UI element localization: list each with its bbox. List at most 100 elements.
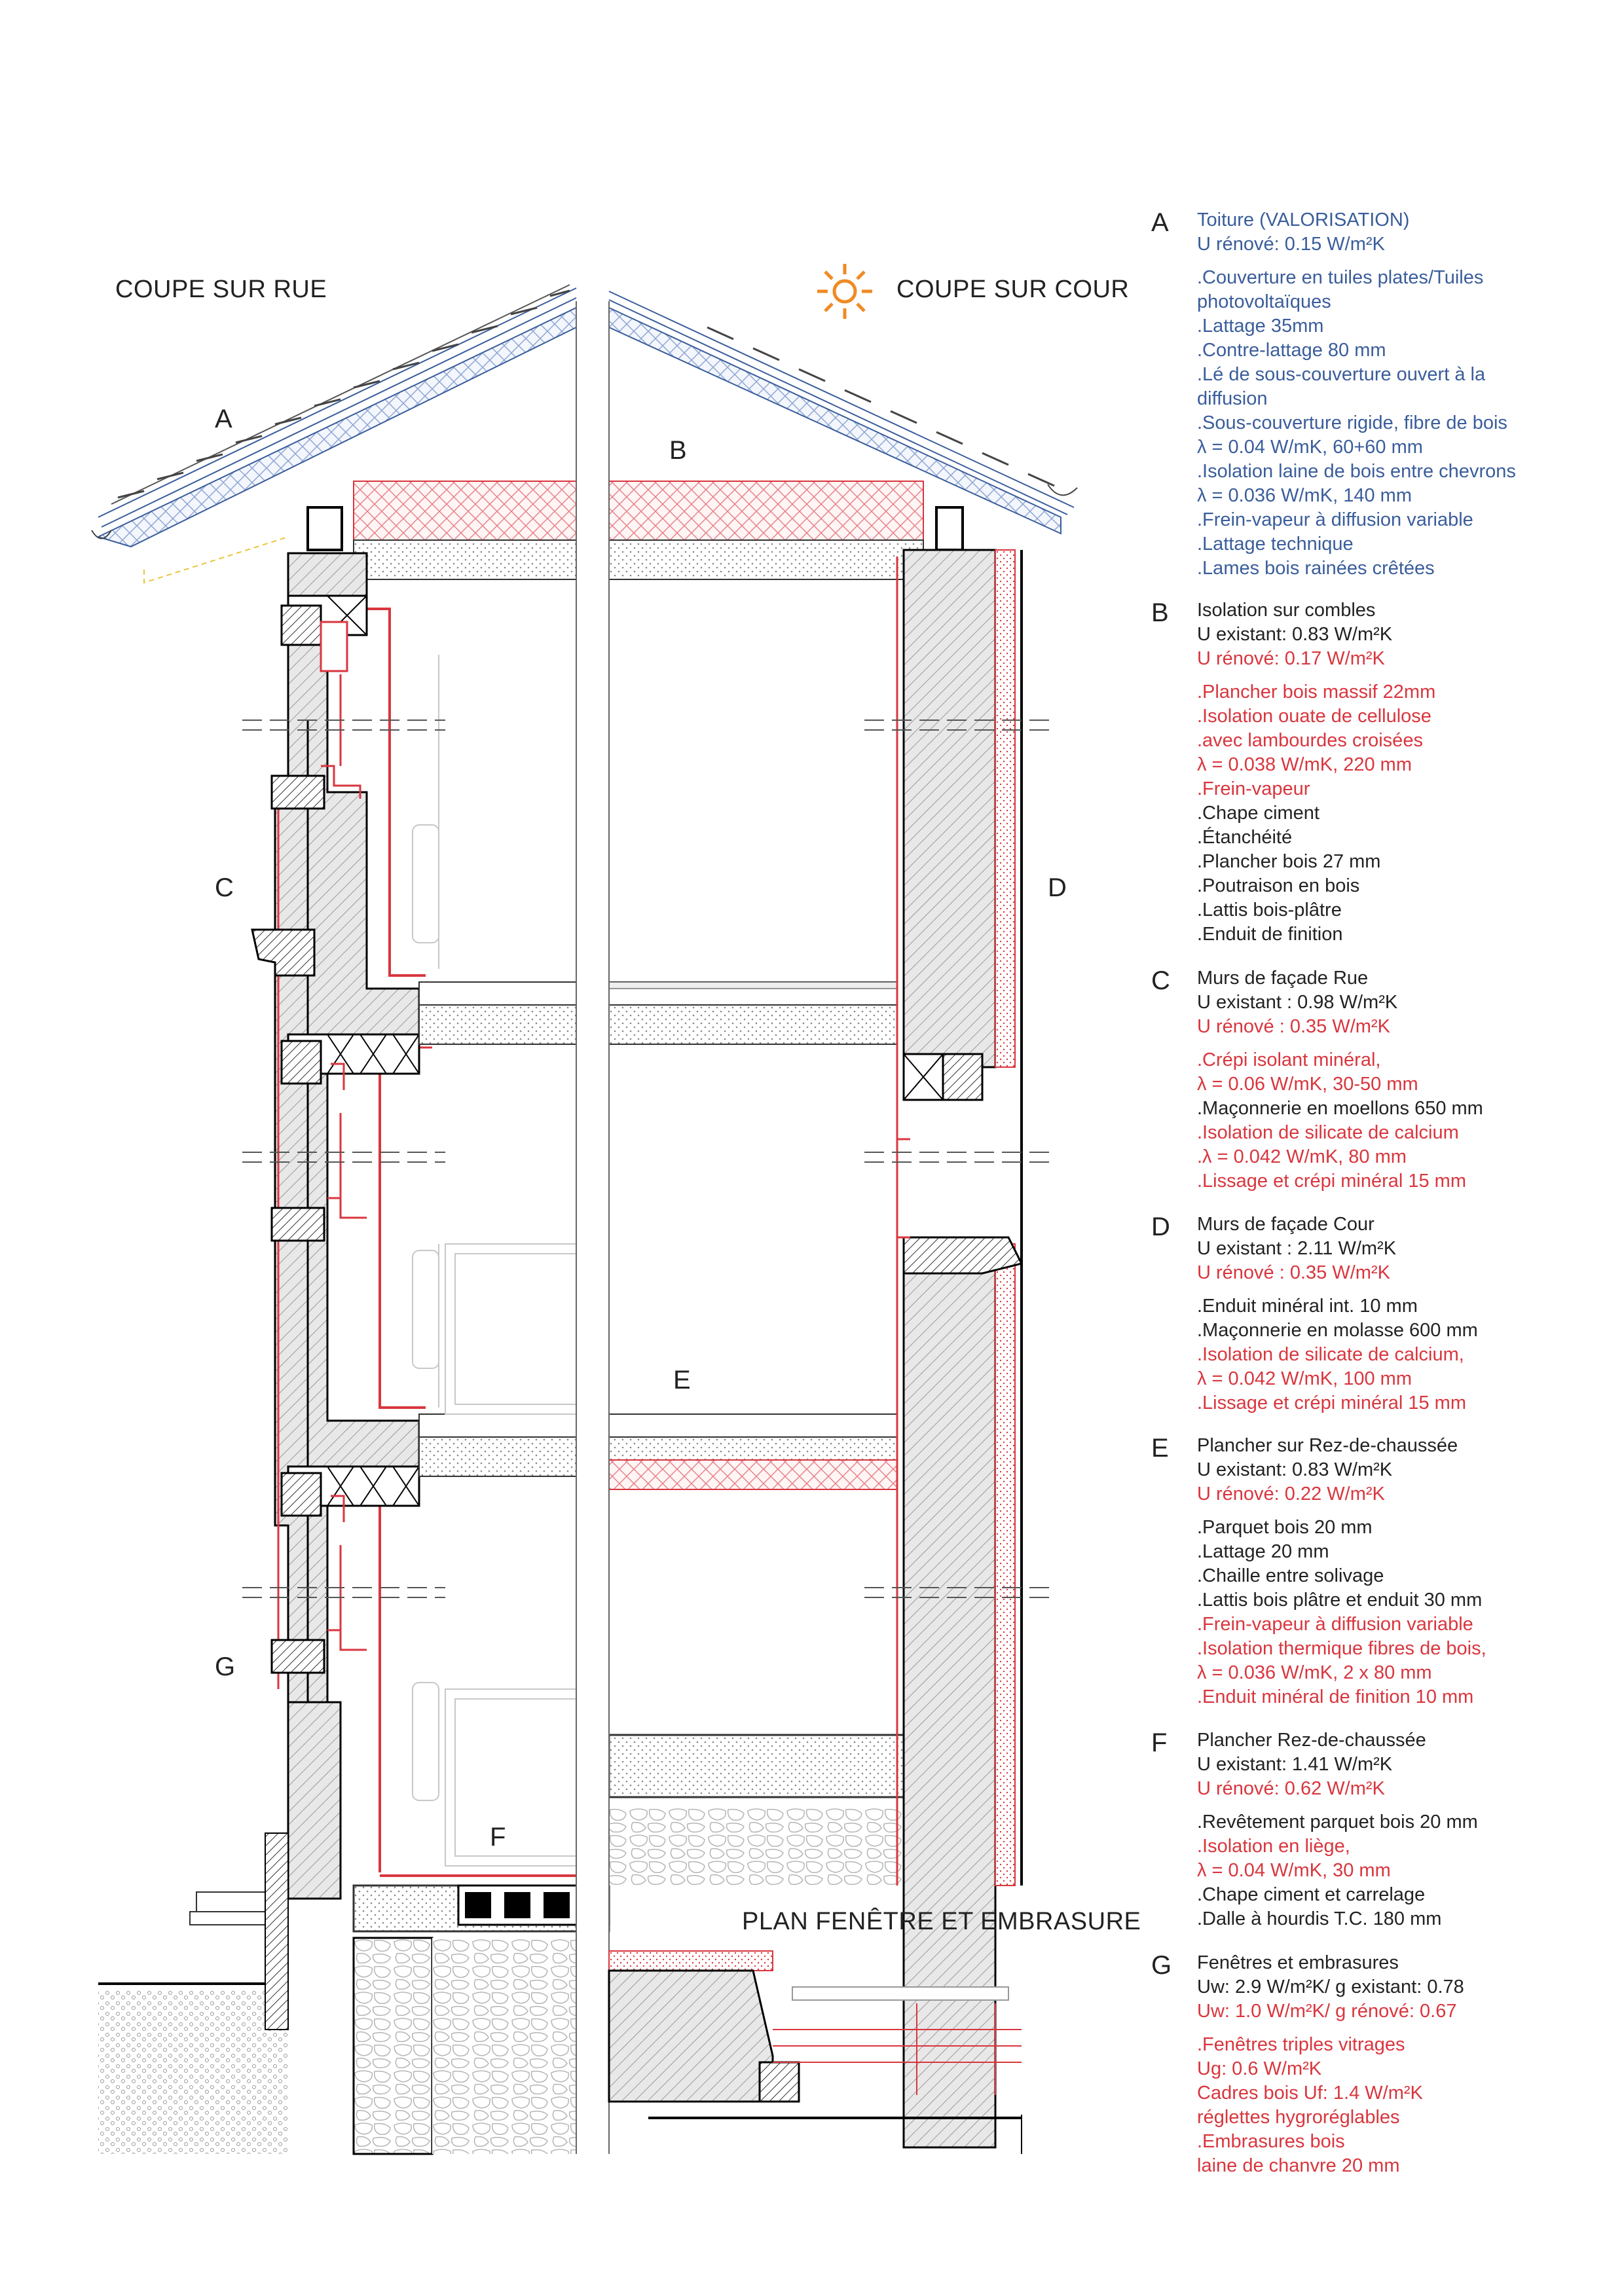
legend-item: .Enduit minéral de finition 10 mm bbox=[1197, 1686, 1474, 1707]
legend-item: .Chape ciment bbox=[1197, 803, 1320, 824]
sun-icon bbox=[817, 264, 872, 319]
interior-elevation bbox=[412, 655, 603, 1867]
legend-head-line: Toiture (VALORISATION) bbox=[1197, 210, 1410, 230]
legend-letter: F bbox=[1151, 1728, 1168, 1757]
legend-item: λ = 0.038 W/mK, 220 mm bbox=[1197, 754, 1412, 775]
title-coupe-cour: COUPE SUR COUR bbox=[896, 276, 1130, 303]
attic-insulation bbox=[353, 481, 577, 541]
legend-item: .Lattage technique bbox=[1197, 534, 1354, 555]
legend-item: photovoltaïques bbox=[1197, 291, 1331, 312]
legend-item: .Étanchéité bbox=[1197, 827, 1293, 848]
legend-head-line: Murs de façade Cour bbox=[1197, 1214, 1375, 1235]
sill-2 bbox=[270, 1207, 325, 1242]
legend-item: .Crépi isolant minéral, bbox=[1197, 1049, 1381, 1070]
legend-item: .Chape ciment et carrelage bbox=[1197, 1884, 1426, 1905]
zone-label-c: C bbox=[215, 873, 234, 902]
legend-item: .Lames bois rainées crêtées bbox=[1197, 558, 1435, 579]
legend-head-line: Uw: 1.0 W/m²K/ g rénové: 0.67 bbox=[1197, 2001, 1457, 2022]
legend-item: .Lissage et crépi minéral 15 mm bbox=[1197, 1171, 1466, 1192]
legend-body: Fenêtres et embrasures Uw: 2.9 W/m²K/ g … bbox=[1197, 1951, 1616, 2178]
legend-item: .Enduit de finition bbox=[1197, 924, 1343, 945]
legend-item: .Plancher bois massif 22mm bbox=[1197, 682, 1436, 702]
attic-floor-street bbox=[353, 539, 577, 580]
zone-label-d: D bbox=[1048, 873, 1067, 902]
legend-item: .Enduit minéral int. 10 mm bbox=[1197, 1296, 1418, 1317]
legend-item: .Plancher bois 27 mm bbox=[1197, 851, 1381, 872]
legend-item: réglettes hygroréglables bbox=[1197, 2107, 1400, 2128]
legend-item: .Fenêtres triples vitrages bbox=[1197, 2034, 1405, 2055]
legend-head-line: U rénové: 0.15 W/m²K bbox=[1197, 234, 1385, 255]
legend-item: Ug: 0.6 W/m²K bbox=[1197, 2058, 1322, 2079]
street-wall bbox=[274, 552, 432, 1900]
legend-body: Toiture (VALORISATION) U rénové: 0.15 W/… bbox=[1197, 208, 1616, 581]
legend-letter: B bbox=[1151, 598, 1169, 627]
legend-letter: E bbox=[1151, 1434, 1169, 1463]
cornice bbox=[251, 928, 316, 977]
legend-head-line: Plancher Rez-de-chaussée bbox=[1197, 1730, 1426, 1751]
legend-head-line: U existant: 0.83 W/m²K bbox=[1197, 624, 1393, 645]
legend-item: .Lattis bois plâtre et enduit 30 mm bbox=[1197, 1590, 1483, 1611]
legend-item: .Couverture en tuiles plates/Tuiles bbox=[1197, 267, 1484, 288]
legend-item: .Contre-lattage 80 mm bbox=[1197, 340, 1386, 361]
legend-item: λ = 0.06 W/mK, 30-50 mm bbox=[1197, 1074, 1418, 1095]
legend-item: .Isolation de silicate de calcium bbox=[1197, 1122, 1459, 1143]
legend-item: λ = 0.04 W/mK, 60+60 mm bbox=[1197, 437, 1423, 458]
legend-letter: G bbox=[1151, 1951, 1172, 1980]
zone-label-g: G bbox=[215, 1652, 236, 1681]
legend-item: .Sous-couverture rigide, fibre de bois bbox=[1197, 412, 1507, 433]
ground-fill bbox=[98, 1990, 288, 2154]
ground-fill-cour bbox=[609, 1807, 910, 1886]
legend-head-line: U existant: 0.83 W/m²K bbox=[1197, 1459, 1393, 1480]
center-gap bbox=[576, 301, 609, 2160]
legend-item: .Isolation laine de bois entre chevrons bbox=[1197, 461, 1516, 482]
legend-item: .Frein-vapeur à diffusion variable bbox=[1197, 509, 1473, 530]
legend-item: λ = 0.036 W/mK, 2 x 80 mm bbox=[1197, 1662, 1432, 1683]
sill-1 bbox=[270, 774, 325, 810]
legend-head-line: U rénové : 0.35 W/m²K bbox=[1197, 1016, 1390, 1037]
legend-head-line: U existant: 1.41 W/m²K bbox=[1197, 1754, 1393, 1775]
floor-slab-2 bbox=[418, 1413, 898, 1490]
legend-head-line: U rénové: 0.62 W/m²K bbox=[1197, 1778, 1385, 1799]
legend-item: diffusion bbox=[1197, 388, 1268, 409]
legend-item: .Lé de sous-couverture ouvert à la bbox=[1197, 364, 1486, 385]
legend-letter: A bbox=[1151, 208, 1169, 237]
legend-item: .Poutraison en bois bbox=[1197, 875, 1360, 896]
legend-item: .λ = 0.042 W/mK, 80 mm bbox=[1197, 1146, 1407, 1167]
legend-body: Murs de façade Cour U existant : 2.11 W/… bbox=[1197, 1212, 1616, 1415]
legend-body: Plancher sur Rez-de-chaussée U existant:… bbox=[1197, 1434, 1616, 1709]
legend-head-line: U existant : 2.11 W/m²K bbox=[1197, 1238, 1397, 1259]
window-block-street-3 bbox=[280, 1465, 420, 1517]
title-coupe-rue: COUPE SUR RUE bbox=[115, 276, 327, 303]
wall-plate-cour bbox=[935, 506, 964, 551]
legend-item: .Frein-vapeur à diffusion variable bbox=[1197, 1614, 1473, 1635]
wall-plate-street bbox=[306, 506, 343, 551]
legend-letter: D bbox=[1151, 1212, 1170, 1241]
courtyard-wall bbox=[896, 549, 1024, 2149]
attic-floor-cour bbox=[608, 539, 924, 580]
floor-slab-1 bbox=[418, 981, 898, 1045]
legend-item: .Lattage 20 mm bbox=[1197, 1541, 1329, 1562]
legend-head-line: Murs de façade Rue bbox=[1197, 968, 1369, 989]
legend-head-line: Uw: 2.9 W/m²K/ g existant: 0.78 bbox=[1197, 1977, 1464, 1997]
zone-label-f: F bbox=[490, 1823, 506, 1851]
legend-item: .Isolation ouate de cellulose bbox=[1197, 706, 1431, 727]
roof-street bbox=[91, 284, 577, 584]
legend-item: .Revêtement parquet bois 20 mm bbox=[1197, 1812, 1478, 1832]
plan-detail bbox=[608, 1950, 1022, 2154]
legend-item: .Maçonnerie en moellons 650 mm bbox=[1197, 1098, 1483, 1119]
legend-item: λ = 0.042 W/mK, 100 mm bbox=[1197, 1368, 1412, 1389]
legend-head-line: U rénové: 0.17 W/m²K bbox=[1197, 648, 1385, 669]
legend-body: Isolation sur combles U existant: 0.83 W… bbox=[1197, 598, 1616, 947]
legend-head-line: U existant : 0.98 W/m²K bbox=[1197, 992, 1398, 1013]
title-plan: PLAN FENÊTRE ET EMBRASURE bbox=[742, 1908, 1141, 1935]
legend-item: .Embrasures bois bbox=[1197, 2131, 1345, 2152]
entry-frame bbox=[265, 1832, 289, 2030]
window-block-street-2 bbox=[280, 1033, 420, 1085]
legend-item: .Chaille entre solivage bbox=[1197, 1565, 1384, 1586]
legend-head-line: Fenêtres et embrasures bbox=[1197, 1952, 1399, 1973]
legend-head-line: U rénové: 0.22 W/m²K bbox=[1197, 1484, 1385, 1504]
cellar-wall bbox=[352, 1937, 434, 2155]
legend-item: laine de chanvre 20 mm bbox=[1197, 2155, 1400, 2176]
roof-courtyard bbox=[608, 291, 1078, 535]
